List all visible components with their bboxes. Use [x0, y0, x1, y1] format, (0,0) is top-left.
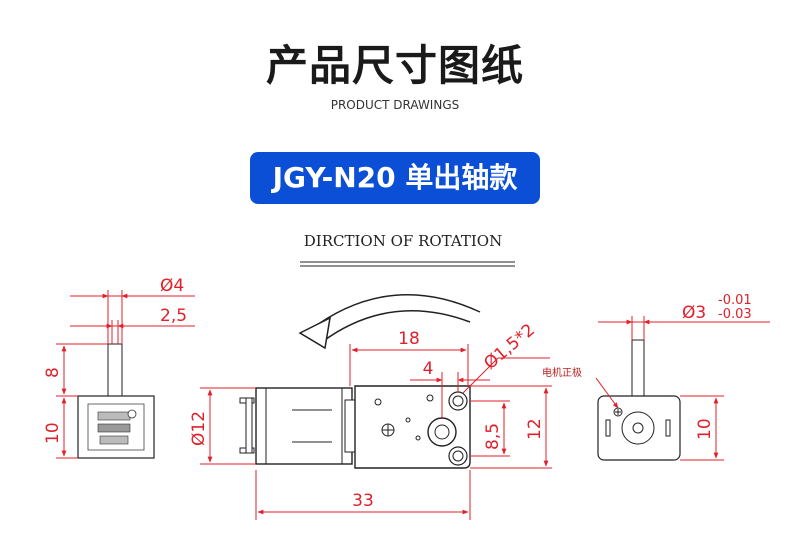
front-dim-length: 33 — [352, 491, 374, 511]
left-dimensions — [56, 290, 195, 459]
front-dim-hole-spacing: 8,5 — [483, 423, 503, 450]
right-shaft — [631, 339, 645, 397]
page-title: 产品尺寸图纸 — [265, 41, 524, 90]
rotation-caption: DIRCTION OF ROTATION — [304, 232, 502, 250]
left-gear — [97, 411, 131, 421]
right-tol-lower: -0.03 — [718, 307, 752, 322]
front-dim-offset: 4 — [423, 359, 434, 379]
left-dim-shaft-dia: Ø4 — [160, 276, 184, 296]
left-view — [77, 343, 155, 459]
page-subtitle: PRODUCT DRAWINGS — [330, 98, 460, 112]
left-body — [77, 395, 155, 459]
left-dim-flat: 2,5 — [160, 306, 187, 326]
front-view — [239, 385, 471, 469]
motor-can — [255, 387, 353, 465]
right-dim-height: 10 — [695, 418, 715, 440]
left-shaft — [107, 343, 123, 397]
right-view — [597, 339, 681, 461]
right-tol-upper: -0.01 — [718, 293, 752, 308]
left-dim-body-h: 10 — [43, 422, 63, 444]
right-dimensions — [595, 316, 770, 461]
front-dim-motor-dia: Ø12 — [189, 411, 209, 446]
left-dim-shaft-len: 8 — [43, 367, 63, 378]
front-dim-height: 12 — [525, 418, 545, 440]
front-dim-gear-len: 18 — [398, 329, 420, 349]
model-badge: JGY-N20 单出轴款 — [250, 152, 540, 204]
gearbox — [354, 385, 471, 469]
rotation-arrow — [298, 293, 481, 350]
front-dimensions — [200, 344, 552, 520]
front-dim-holes: Ø1,5*2 — [480, 320, 539, 374]
positive-terminal-label: 电机正极 — [542, 366, 582, 379]
right-dim-shaft-dia: Ø3 — [682, 303, 706, 323]
